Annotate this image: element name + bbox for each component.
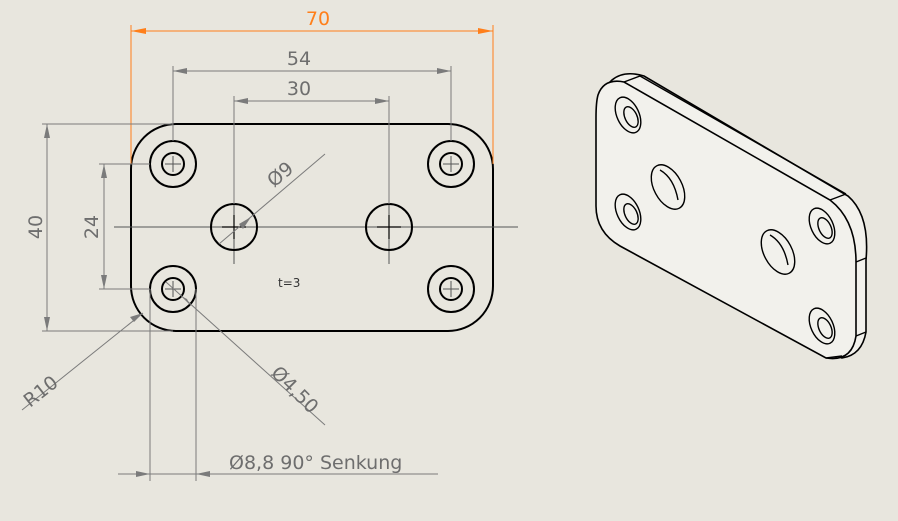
isometric-view	[595, 72, 868, 360]
corner-hole-bottom-right[interactable]	[427, 265, 475, 313]
svg-text:24: 24	[81, 215, 103, 239]
iso-hole-bottom-right	[808, 307, 836, 345]
dimension-small-hole-diameter[interactable]: Ø4,50	[165, 281, 326, 426]
corner-hole-top-left[interactable]	[149, 140, 197, 188]
dimension-corner-radius[interactable]: R10	[20, 312, 144, 412]
iso-hole-top-right	[808, 207, 836, 245]
svg-text:70: 70	[306, 8, 330, 30]
dimension-overall-height[interactable]: 40	[25, 123, 173, 332]
front-view: t=3	[114, 123, 518, 332]
svg-text:54: 54	[287, 48, 311, 70]
dimension-hole-spacing-inner[interactable]: 30	[233, 78, 390, 204]
dimension-overall-width[interactable]: 70	[130, 8, 494, 164]
dimensions: 70 54 30 40	[20, 8, 494, 481]
isometric-plate-face[interactable]	[595, 80, 857, 360]
svg-text:Ø8,8 90° Senkung: Ø8,8 90° Senkung	[229, 452, 402, 474]
svg-text:Ø9: Ø9	[263, 158, 298, 192]
svg-text:30: 30	[287, 78, 311, 100]
svg-text:40: 40	[25, 215, 47, 239]
dimension-hole-spacing-vertical[interactable]: 24	[81, 163, 150, 290]
dimension-large-hole-diameter[interactable]: Ø9	[218, 153, 326, 245]
dimension-hole-spacing-outer[interactable]: 54	[172, 48, 452, 141]
corner-hole-top-right[interactable]	[427, 140, 475, 188]
iso-large-hole-left	[650, 164, 686, 210]
iso-large-hole-right	[760, 229, 796, 275]
iso-hole-top-left	[614, 96, 642, 134]
iso-hole-bottom-left	[614, 193, 642, 231]
svg-text:Ø4,50: Ø4,50	[266, 362, 322, 418]
dimension-countersink[interactable]: Ø8,8 90° Senkung	[118, 289, 438, 481]
corner-hole-bottom-left[interactable]	[149, 265, 197, 313]
svg-text:R10: R10	[20, 372, 63, 412]
thickness-note: t=3	[278, 276, 300, 290]
